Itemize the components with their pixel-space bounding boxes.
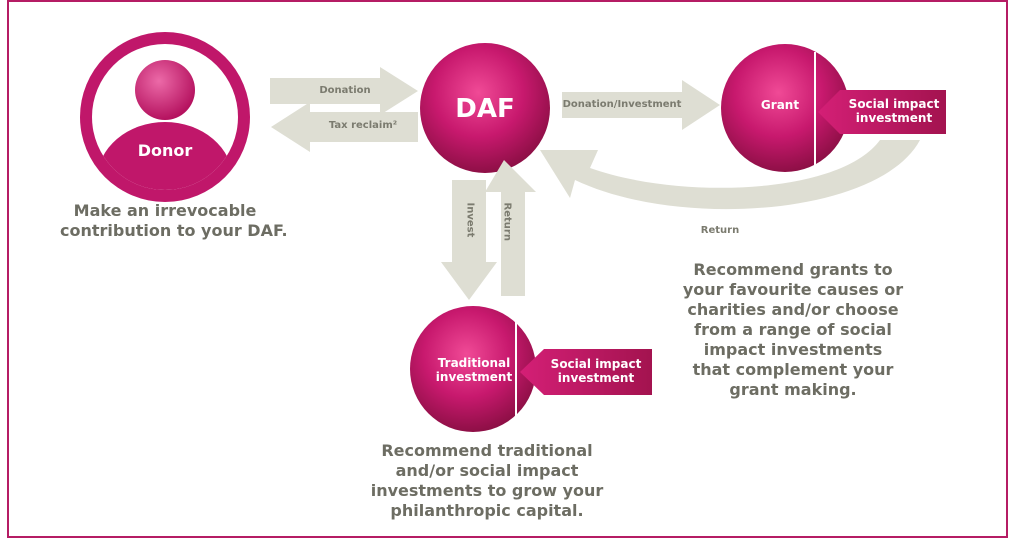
traditional-investment-node: [410, 306, 536, 432]
donor-node: [80, 32, 250, 202]
return-right-arrow-label: Return: [700, 225, 740, 236]
social-impact-bottom-label: Social impact investment: [550, 357, 642, 385]
social-impact-tag-bottom: [520, 349, 652, 395]
grant-caption: Recommend grants to your favourite cause…: [682, 260, 904, 399]
social-impact-tag-right: [818, 90, 946, 134]
person-body-icon: [97, 122, 233, 190]
donation-arrow: [270, 67, 418, 115]
investment-caption: Recommend traditional and/or social impa…: [370, 441, 604, 520]
daf-node: [420, 43, 550, 173]
tax-reclaim-arrow: [271, 102, 418, 152]
invest-arrow-label: Invest: [464, 202, 476, 238]
donation-arrow-label: Donation: [319, 85, 371, 96]
return-up-arrow-label: Return: [501, 202, 513, 241]
donor-label: Donor: [137, 141, 193, 160]
person-head-icon: [135, 60, 195, 120]
donation-investment-arrow: [562, 80, 720, 130]
tax-reclaim-arrow-label: Tax reclaim²: [328, 120, 398, 131]
traditional-investment-label: Traditional investment: [435, 356, 513, 384]
invest-arrow: [441, 180, 497, 300]
grant-node: [721, 44, 849, 172]
grant-label: Grant: [760, 98, 800, 112]
return-up-arrow: [485, 160, 536, 296]
social-impact-right-label: Social impact investment: [848, 97, 940, 125]
return-curved-arrow: [540, 140, 920, 210]
daf-label: DAF: [455, 94, 515, 124]
donation-investment-arrow-label: Donation/Investment: [562, 99, 682, 110]
donor-caption: Make an irrevocable contribution to your…: [60, 201, 288, 240]
